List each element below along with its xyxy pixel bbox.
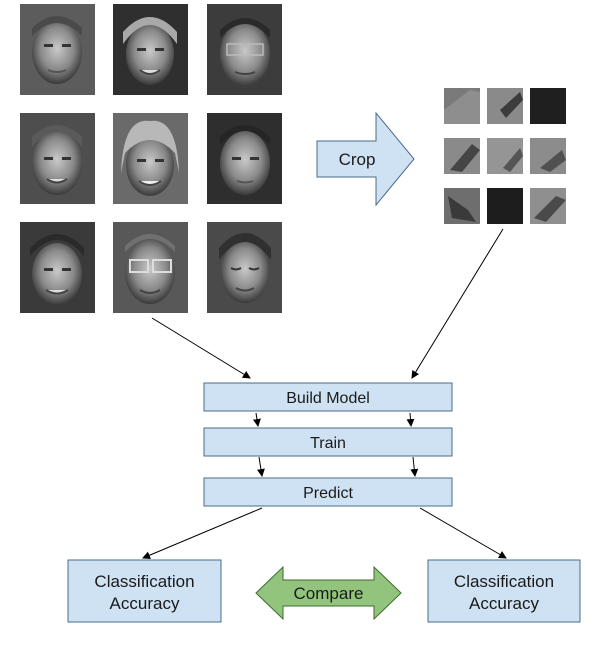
right-accuracy-line1: Classification bbox=[454, 572, 554, 591]
face-image bbox=[20, 113, 95, 204]
left-accuracy-line1: Classification bbox=[94, 572, 194, 591]
crop-patch bbox=[487, 188, 523, 224]
face-image bbox=[20, 4, 95, 95]
train-label: Train bbox=[310, 435, 346, 452]
face-image bbox=[113, 4, 188, 95]
build-model-box: Build Model bbox=[203, 382, 453, 412]
build-model-label: Build Model bbox=[286, 390, 370, 407]
train-to-predict-arrow-right bbox=[410, 456, 419, 477]
train-to-predict-arrow-left bbox=[256, 456, 265, 477]
crop-arrow: Crop bbox=[316, 111, 415, 207]
face-image bbox=[113, 113, 188, 204]
right-accuracy-box: Classification Accuracy bbox=[427, 559, 581, 623]
left-accuracy-line2: Accuracy bbox=[110, 594, 180, 613]
faces-to-model-arrow bbox=[151, 317, 251, 379]
predict-label: Predict bbox=[303, 485, 353, 502]
compare-arrow: Compare bbox=[255, 565, 402, 621]
face-image-grid bbox=[20, 4, 282, 313]
face-image bbox=[207, 113, 282, 204]
compare-arrow-shape bbox=[255, 565, 402, 621]
model-to-train-arrow-right bbox=[406, 412, 415, 427]
train-box: Train bbox=[203, 427, 453, 457]
crop-arrow-label: Crop bbox=[339, 150, 376, 169]
compare-arrow-label: Compare bbox=[294, 584, 364, 603]
face-image bbox=[20, 222, 95, 313]
predict-box: Predict bbox=[203, 477, 453, 507]
predict-to-right-result-arrow bbox=[419, 507, 507, 559]
face-image bbox=[207, 222, 282, 313]
predict-to-left-result-arrow bbox=[142, 507, 263, 559]
face-image bbox=[113, 222, 188, 313]
right-accuracy-line2: Accuracy bbox=[469, 594, 539, 613]
crop-arrow-shape bbox=[316, 111, 415, 207]
crop-patch bbox=[530, 88, 566, 124]
face-image bbox=[207, 4, 282, 95]
crop-patch-grid bbox=[444, 88, 566, 224]
model-to-train-arrow-left bbox=[252, 412, 261, 427]
left-accuracy-box: Classification Accuracy bbox=[67, 559, 222, 623]
crops-to-model-arrow bbox=[411, 228, 504, 379]
